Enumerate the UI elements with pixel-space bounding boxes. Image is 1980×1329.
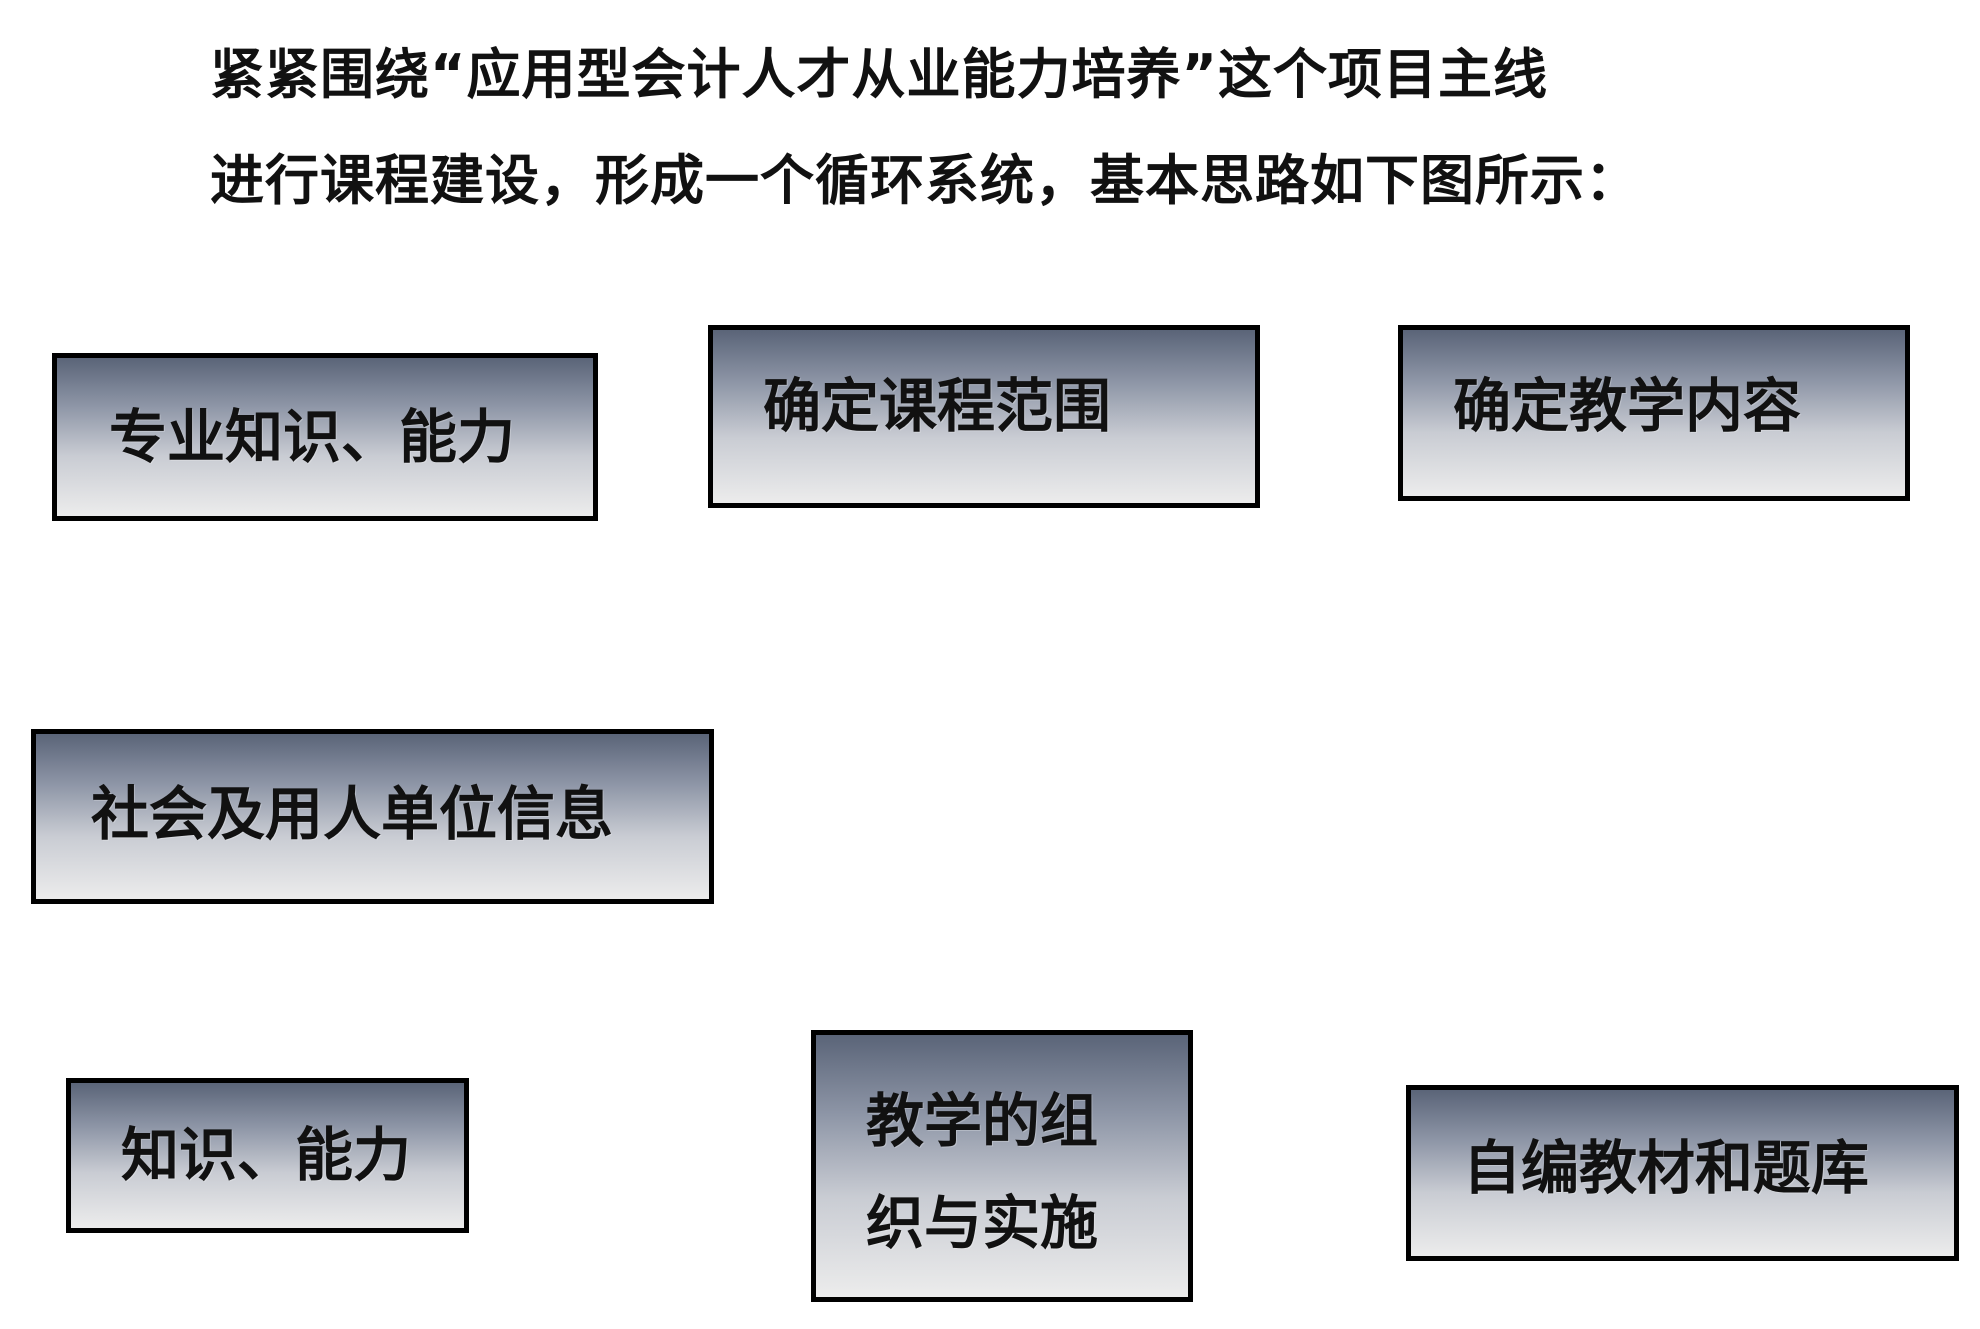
node-label: 确定教学内容	[1453, 372, 1802, 440]
node-label: 社会及用人单位信息	[91, 780, 614, 848]
intro-text-line-1: 紧紧围绕“应用型会计人才从业能力培养”这个项目主线	[210, 43, 1548, 106]
node-teaching-organization: 教学的组织与实施	[811, 1030, 1193, 1302]
node-professional-knowledge: 专业知识、能力	[52, 353, 598, 521]
node-label: 确定课程范围	[763, 372, 1112, 440]
node-society-employer-info: 社会及用人单位信息	[31, 729, 714, 904]
node-teaching-content: 确定教学内容	[1398, 325, 1910, 501]
node-course-scope: 确定课程范围	[708, 325, 1260, 508]
node-knowledge-ability: 知识、能力	[66, 1078, 469, 1233]
node-label: 专业知识、能力	[109, 403, 516, 471]
node-label: 自编教材和题库	[1463, 1134, 1870, 1202]
node-self-compiled-textbook: 自编教材和题库	[1406, 1085, 1959, 1261]
intro-text-line-2: 进行课程建设，形成一个循环系统，基本思路如下图所示：	[210, 149, 1640, 212]
node-label: 教学的组织与实施	[866, 1087, 1099, 1257]
node-label: 知识、能力	[121, 1121, 412, 1189]
